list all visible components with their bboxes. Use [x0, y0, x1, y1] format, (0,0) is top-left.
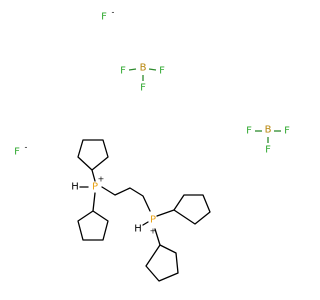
bf3-2-fluorine-left: F [246, 126, 252, 137]
bf3-1-bond-left [128, 68, 137, 71]
fluoride-ion-1: F - [101, 8, 114, 23]
bf3-1-fluorine-bottom: F [140, 83, 146, 94]
p2-charge: + [150, 227, 157, 236]
bf3-1-bond-right [148, 68, 157, 71]
bf3-group-1: B F F F [120, 63, 165, 94]
bf3-2-fluorine-right: F [284, 126, 290, 137]
cyclopentyl-ring-3 [173, 194, 211, 225]
cyclopentyl-ring-4 [145, 244, 179, 282]
p1-ring1-bond [91, 169, 96, 182]
p2-hydrogen-bond [142, 221, 149, 226]
bf3-2-fluorine-bottom: F [265, 145, 271, 156]
phosphonium-1: H P + [71, 139, 151, 241]
fluoride-ion-2: F - [14, 143, 27, 158]
p2-ring3-bond [156, 209, 175, 217]
bf3-2-boron: B [265, 125, 272, 136]
bf3-1-fluorine-left: F [120, 66, 126, 77]
fluoride-2-charge: - [25, 143, 28, 152]
p1-ring2-bond [92, 192, 96, 212]
p1-charge: + [98, 175, 105, 184]
bf3-1-boron: B [140, 63, 147, 74]
propyl-linker [101, 186, 151, 212]
fluoride-2-symbol: F [14, 147, 20, 158]
cyclopentyl-ring-2 [77, 210, 109, 241]
p2-ring4-bond [154, 228, 161, 246]
cyclopentyl-ring-1 [77, 139, 109, 171]
p1-phosphorus: P [92, 182, 98, 193]
molecule-drawing: F - F - B F F F B F F F H P [14, 8, 290, 282]
fluoride-1-charge: - [112, 8, 115, 17]
p2-phosphorus: P [150, 215, 156, 226]
fluoride-1-symbol: F [101, 12, 107, 23]
bf3-group-2: B F F F [246, 125, 290, 156]
p2-hydrogen: H [134, 224, 142, 235]
bf3-1-fluorine-right: F [159, 66, 165, 77]
phosphonium-2: H P + [134, 194, 211, 282]
p1-hydrogen: H [71, 182, 79, 193]
structure-canvas: F - F - B F F F B F F F H P [14, 8, 290, 282]
